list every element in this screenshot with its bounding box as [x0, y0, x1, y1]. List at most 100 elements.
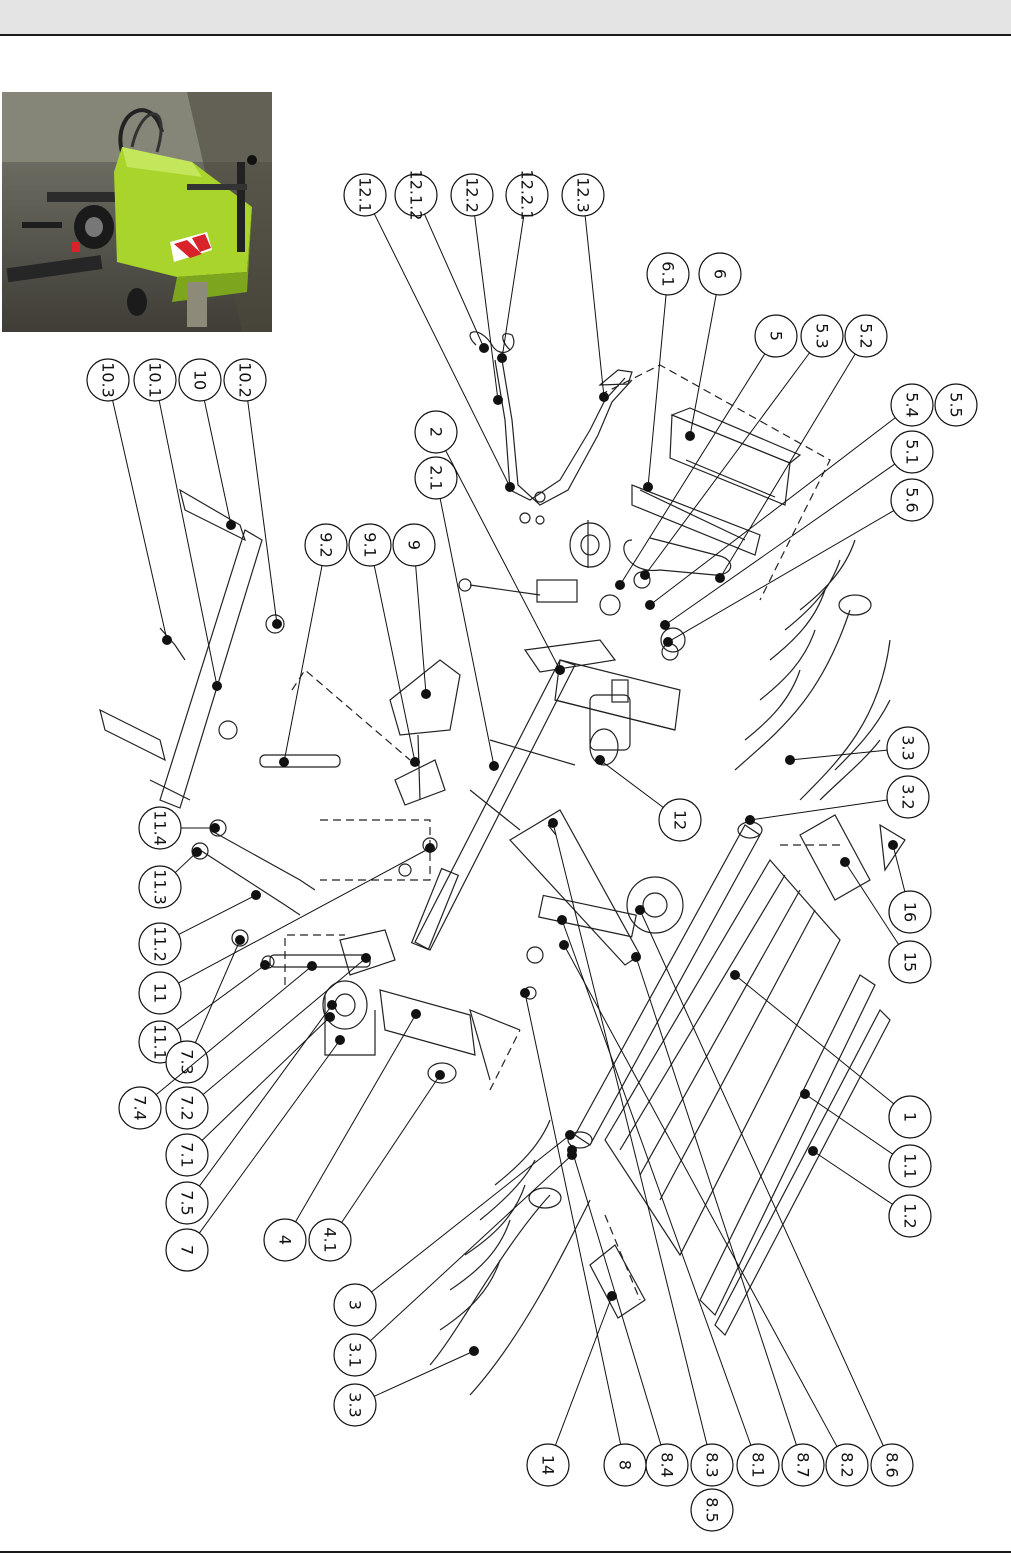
callout-label: 12.1: [356, 177, 375, 213]
callout-11-4: 11.4: [138, 806, 220, 850]
leader-line: [734, 974, 895, 1105]
callout-label: 5.4: [903, 392, 922, 417]
leader-dot: [410, 757, 420, 767]
callout-9-1: 9.1: [348, 523, 420, 767]
leader-dot: [555, 665, 565, 675]
callout-label: 8.2: [838, 1452, 857, 1477]
callout-label: 5: [767, 331, 786, 341]
leader-line: [667, 510, 895, 643]
callout-7-4: 7.4: [118, 961, 317, 1130]
side-plates: [589, 814, 906, 1319]
leader-line: [664, 463, 896, 626]
leader-line: [283, 565, 323, 763]
leader-line: [247, 400, 278, 625]
leader-dot: [615, 580, 625, 590]
leader-line: [371, 1134, 571, 1293]
callout-circle: [934, 383, 978, 427]
callout-5-1: 5.1: [660, 430, 934, 630]
callout-circle: [690, 1443, 734, 1487]
leader-dot: [497, 353, 507, 363]
leader-dot: [479, 343, 489, 353]
leader-line: [202, 957, 367, 1095]
leader-line: [158, 400, 218, 687]
callout-circle: [308, 1218, 352, 1262]
callout-label: 11.4: [151, 810, 170, 846]
callout-label: 15: [901, 952, 920, 972]
callout-label: 10: [191, 370, 210, 390]
leader-line: [552, 822, 708, 1445]
leader-line: [804, 1093, 893, 1155]
callout-10-3: 10.3: [86, 358, 172, 645]
callout-label: 12.2.1: [518, 170, 537, 221]
hood-cover-1: [604, 858, 891, 1337]
callout-5-3: 5.3: [640, 314, 844, 580]
leader-dot: [520, 988, 530, 998]
cylinders-11: [191, 819, 438, 916]
leader-line: [439, 498, 495, 767]
callout-circle: [304, 523, 348, 567]
callout-8-2: 8.2: [559, 940, 869, 1487]
page-header-bar: [0, 0, 1011, 36]
leader-dot: [226, 520, 236, 530]
callout-label: 8.7: [794, 1452, 813, 1477]
leader-dot: [643, 482, 653, 492]
callout-circle: [165, 1228, 209, 1272]
callout-8-1: 8.1: [557, 915, 780, 1487]
leader-dot: [567, 1145, 577, 1155]
leader-line: [203, 400, 232, 526]
callout-circle: [698, 252, 742, 296]
callout-circle: [333, 1283, 377, 1327]
wheel-assembly-7: [231, 929, 396, 1056]
callout-circle: [138, 865, 182, 909]
callout-1: 1: [730, 970, 932, 1139]
leader-line: [524, 992, 622, 1445]
leader-dot: [715, 573, 725, 583]
callout-10-2: 10.2: [223, 358, 282, 629]
callout-circle: [414, 456, 458, 500]
callout-circle: [118, 1086, 162, 1130]
callout-circle: [888, 940, 932, 984]
callout-8-4: 8.4: [567, 1145, 689, 1487]
callout-15: 15: [840, 857, 932, 984]
leader-line: [341, 1074, 441, 1223]
leader-dot: [663, 637, 673, 647]
leader-line: [178, 847, 431, 984]
leader-dot: [335, 1035, 345, 1045]
leader-line: [719, 353, 856, 579]
callout-label: 2.1: [427, 465, 446, 490]
callout-8-7: 8.7: [631, 952, 825, 1487]
leader-line: [561, 919, 752, 1446]
callout-circle: [394, 173, 438, 217]
callout-label: 9: [405, 540, 424, 550]
callout-label: 5.5: [947, 392, 966, 417]
leader-dot: [469, 1346, 479, 1356]
lift-column-2.1: [458, 578, 578, 603]
hydraulic-motor-12: [589, 679, 631, 766]
callout-12-2: 12.2: [450, 173, 503, 405]
main-frame-2: [410, 639, 681, 951]
callout-circle: [165, 1086, 209, 1130]
callout-label: 1.2: [901, 1203, 920, 1228]
leader-dot: [559, 940, 569, 950]
callout-label: 16: [901, 902, 920, 922]
leader-dot: [660, 620, 670, 630]
callout-circle: [781, 1443, 825, 1487]
callout-7-3: 7.3: [165, 935, 245, 1084]
callout-circle: [870, 1443, 914, 1487]
callout-circle: [658, 798, 702, 842]
callout-circle: [888, 890, 932, 934]
leader-line: [424, 213, 485, 349]
callout-11: 11: [138, 843, 435, 1015]
callout-circle: [343, 173, 387, 217]
callout-label: 3.3: [346, 1392, 365, 1417]
leader-line: [789, 749, 888, 761]
callout-5-2: 5.2: [715, 314, 888, 583]
leader-line: [812, 1150, 893, 1205]
callout-circle: [263, 1218, 307, 1262]
leader-dot: [435, 1070, 445, 1080]
leader-line: [370, 1154, 573, 1342]
callout-label: 10.1: [146, 362, 165, 398]
callout-label: 7.4: [131, 1095, 150, 1120]
